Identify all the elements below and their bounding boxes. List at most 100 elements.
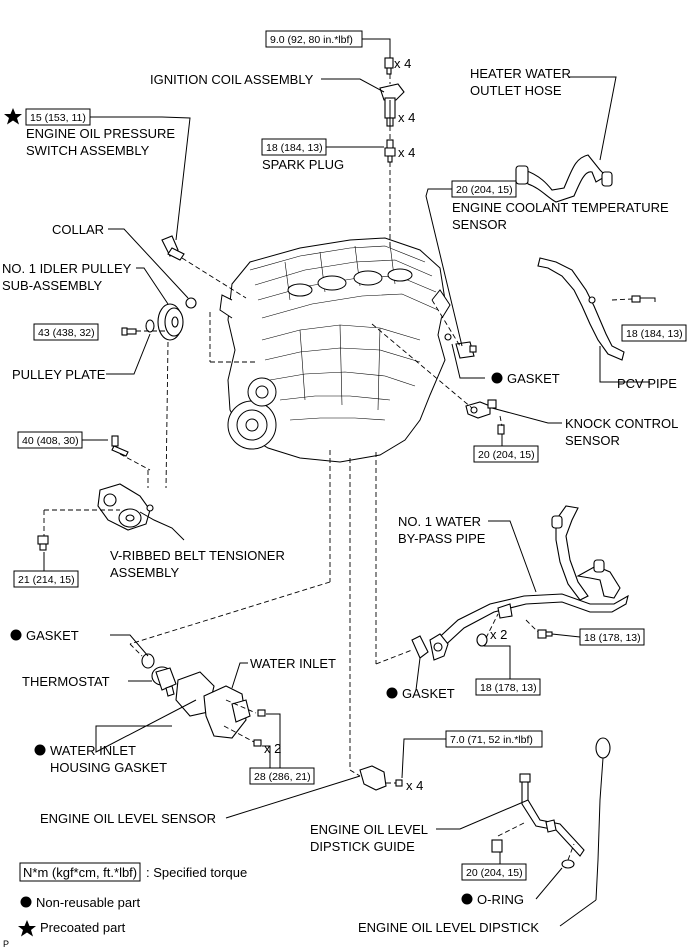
- quantity-bypass-bolt: x 2: [490, 627, 507, 642]
- torque-spec-idler-pulley: 43 (438, 32): [33, 323, 99, 341]
- torque-spec-bypass-left: 18 (178, 13): [475, 678, 541, 696]
- label-collar: COLLAR: [52, 222, 104, 237]
- label-coolant-sensor-line1: ENGINE COOLANT TEMPERATURE: [452, 200, 669, 215]
- quantity-water-inlet-bolt: x 2: [264, 741, 281, 756]
- torque-spec-pcv-pipe: 18 (184, 13): [621, 324, 687, 342]
- bypass-bolt-right-illustration: [537, 629, 553, 639]
- legend-non-reusable-marker: [20, 896, 32, 908]
- bypass-pipe-illustration: [431, 505, 629, 651]
- quantity-ignition-coil: x 4: [398, 110, 415, 125]
- torque-text: 20 (204, 15): [456, 184, 513, 196]
- thermostat-illustration: [151, 666, 177, 697]
- torque-text: 20 (204, 15): [478, 449, 535, 461]
- torque-text: 28 (286, 21): [254, 771, 311, 783]
- label-thermostat: THERMOSTAT: [22, 674, 110, 689]
- label-inlet-gasket-line1: WATER INLET: [50, 743, 136, 758]
- spark-plug-illustration: [384, 139, 396, 163]
- torque-text: 20 (204, 15): [466, 867, 523, 879]
- torque-text: 21 (214, 15): [18, 574, 75, 586]
- legend-non-reusable-text: Non-reusable part: [36, 895, 140, 910]
- label-oil-pressure-switch-line1: ENGINE OIL PRESSURE: [26, 126, 175, 141]
- torque-spec-dipstick-guide: 20 (204, 15): [461, 863, 527, 881]
- oil-pressure-switch-illustration: [161, 235, 185, 261]
- idler-bolt-illustration: [121, 327, 137, 336]
- pcv-pipe-illustration: [537, 257, 641, 361]
- torque-spec-water-inlet: 28 (286, 21): [249, 767, 315, 785]
- label-idler-pulley-line1: NO. 1 IDLER PULLEY: [2, 261, 132, 276]
- torque-text: 43 (438, 32): [38, 327, 95, 339]
- label-dipstick-guide-line2: DIPSTICK GUIDE: [310, 839, 415, 854]
- torque-spec-bypass-right: 18 (178, 13): [579, 628, 645, 646]
- torque-spec-coil-bolt: 9.0 (92, 80 in.*lbf): [265, 30, 363, 48]
- tensioner-bolt-illustration: [111, 435, 129, 457]
- label-thermostat-gasket: GASKET: [26, 628, 79, 643]
- heater-hose-illustration: [515, 154, 613, 203]
- label-bypass-gasket: GASKET: [402, 686, 455, 701]
- label-dipstick-guide-line1: ENGINE OIL LEVEL: [310, 822, 428, 837]
- torque-text: 15 (153, 11): [30, 112, 86, 124]
- torque-spec-spark-plug: 18 (184, 13): [261, 138, 327, 156]
- non-reusable-marker: [10, 629, 22, 641]
- label-spark-plug: SPARK PLUG: [262, 157, 344, 172]
- torque-text: 18 (184, 13): [266, 142, 323, 154]
- label-oil-pressure-switch-line2: SWITCH ASSEMBLY: [26, 143, 150, 158]
- ignition-coil-illustration: [379, 83, 405, 127]
- water-inlet-illustration: [203, 685, 266, 747]
- coil-bolt-illustration: [384, 57, 394, 75]
- label-pcv-pipe: PCV PIPE: [617, 376, 677, 391]
- coolant-sensor-illustration: [444, 333, 477, 359]
- bypass-bolt-left-illustration: [476, 633, 488, 647]
- torque-text: 9.0 (92, 80 in.*lbf): [270, 34, 353, 46]
- quantity-spark-plug: x 4: [398, 145, 415, 160]
- label-idler-pulley-line2: SUB-ASSEMBLY: [2, 278, 103, 293]
- precoated-marker: [4, 108, 22, 125]
- non-reusable-marker: [34, 744, 46, 756]
- assembly-dashed-lines: [43, 74, 633, 861]
- corner-mark: P: [3, 939, 9, 949]
- label-o-ring: O-RING: [477, 892, 524, 907]
- label-water-inlet: WATER INLET: [250, 656, 336, 671]
- knock-sensor-illustration: [465, 399, 505, 435]
- legend-torque-box: [19, 862, 141, 882]
- legend-torque-box-text: N*m (kgf*cm, ft.*lbf): [23, 865, 137, 880]
- legend: N*m (kgf*cm, ft.*lbf) : Specified torque…: [18, 862, 247, 937]
- non-reusable-marker: [461, 893, 473, 905]
- quantity-oil-level-sensor-bolt: x 4: [406, 778, 423, 793]
- label-coolant-sensor-line2: SENSOR: [452, 217, 507, 232]
- torque-text: 7.0 (71, 52 in.*lbf): [450, 734, 533, 746]
- non-reusable-marker: [491, 372, 503, 384]
- thermostat-gasket-illustration: [141, 653, 155, 669]
- oil-level-sensor-illustration: [359, 765, 403, 791]
- label-ignition-coil: IGNITION COIL ASSEMBLY: [150, 72, 314, 87]
- bypass-gasket-illustration: [411, 633, 449, 661]
- torque-text: 40 (408, 30): [22, 435, 79, 447]
- legend-precoated-star: [18, 920, 36, 937]
- torque-text: 18 (178, 13): [584, 632, 641, 644]
- label-heater-hose-line2: OUTLET HOSE: [470, 83, 562, 98]
- label-tensioner-line1: V-RIBBED BELT TENSIONER: [110, 548, 285, 563]
- label-coolant-sensor-gasket: GASKET: [507, 371, 560, 386]
- tensioner-lower-bolt-illustration: [37, 535, 49, 551]
- legend-precoated-text: Precoated part: [40, 920, 126, 935]
- label-pulley-plate: PULLEY PLATE: [12, 367, 106, 382]
- torque-text: 18 (178, 13): [480, 682, 537, 694]
- idler-pulley-illustration: [157, 303, 184, 341]
- dipstick-illustration: [595, 737, 611, 901]
- label-knock-sensor-line1: KNOCK CONTROL: [565, 416, 678, 431]
- torque-spec-knock-sensor: 20 (204, 15): [473, 445, 539, 463]
- label-knock-sensor-line2: SENSOR: [565, 433, 620, 448]
- torque-spec-coolant-sensor: 20 (204, 15): [451, 180, 517, 198]
- torque-spec-oil-level-sensor: 7.0 (71, 52 in.*lbf): [445, 730, 543, 748]
- label-bypass-pipe-line1: NO. 1 WATER: [398, 514, 481, 529]
- torque-text: 18 (184, 13): [626, 328, 683, 340]
- quantity-coil-bolt: x 4: [394, 56, 411, 71]
- engine-block-illustration: [219, 237, 451, 463]
- pulley-plate-illustration: [145, 319, 155, 333]
- torque-spec-tensioner-upper: 40 (408, 30): [17, 431, 83, 449]
- leader-lines: [30, 38, 656, 927]
- label-inlet-gasket-line2: HOUSING GASKET: [50, 760, 167, 775]
- belt-tensioner-illustration: [97, 483, 154, 531]
- non-reusable-marker: [386, 687, 398, 699]
- dipstick-guide-illustration: [491, 773, 585, 857]
